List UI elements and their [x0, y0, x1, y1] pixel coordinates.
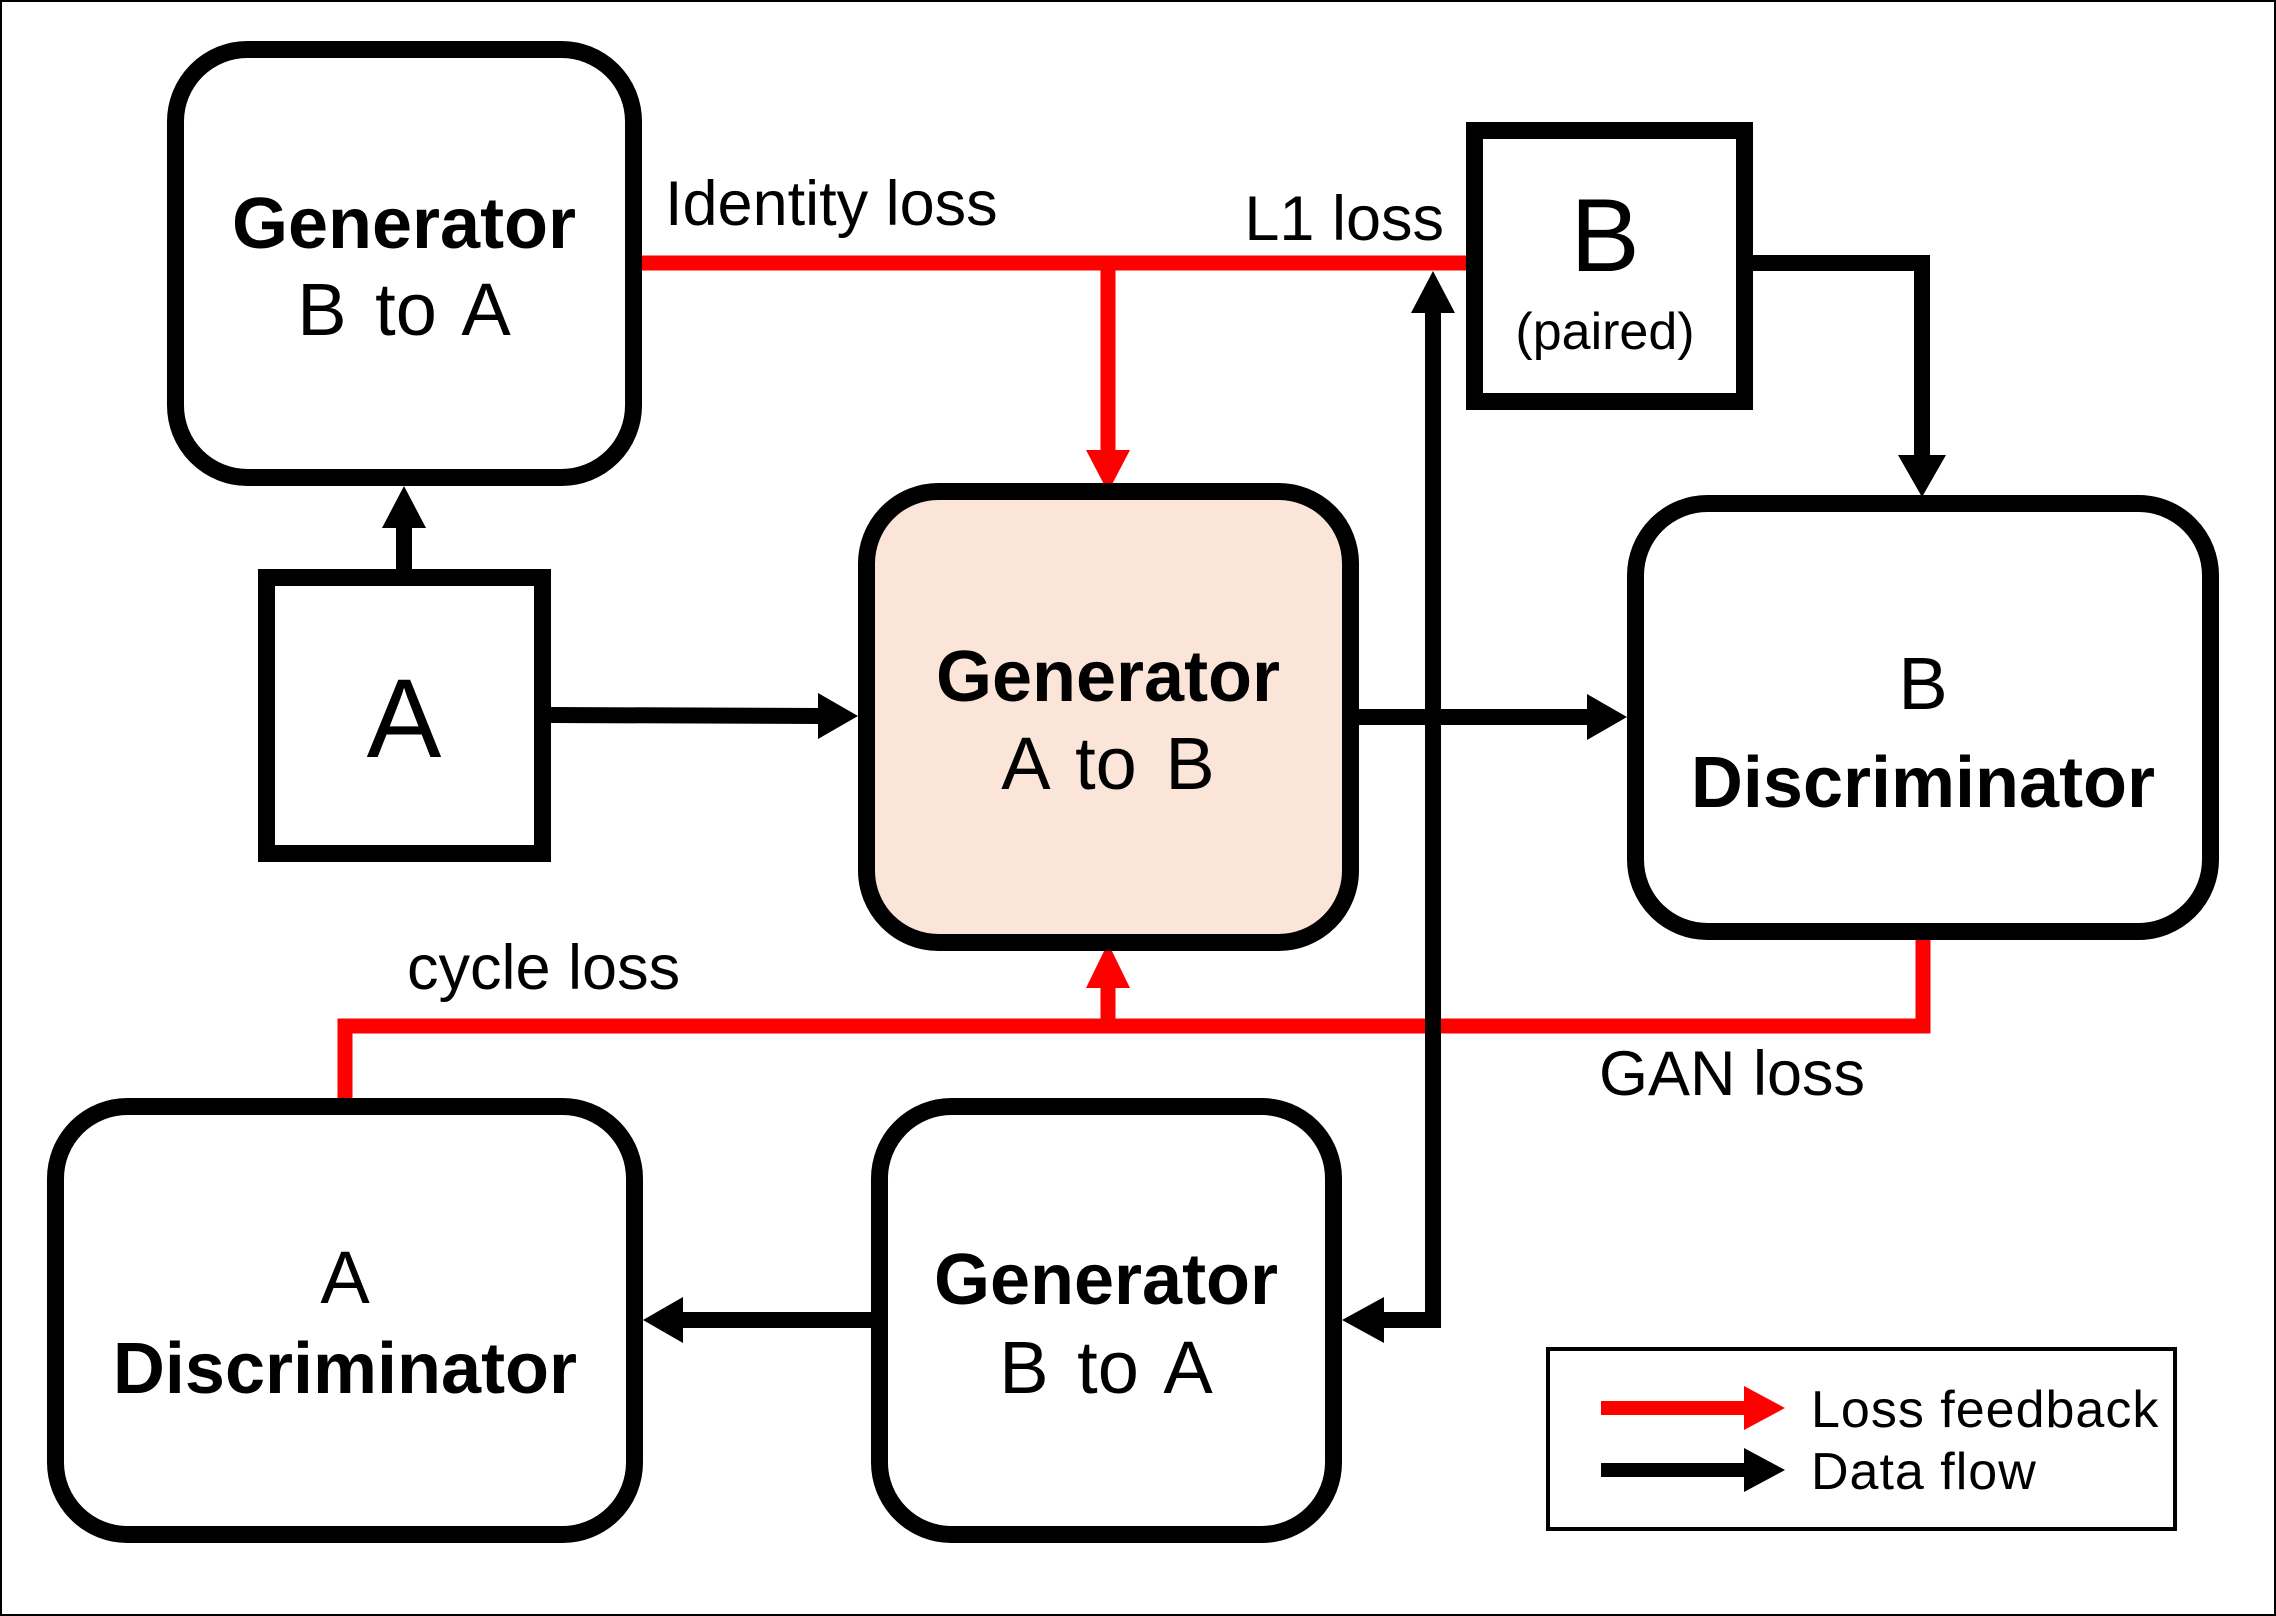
a-to-center-generator-arrowhead [818, 693, 858, 739]
bottom-generator-to-disc-a-arrowhead [643, 1297, 683, 1343]
b-paired-to-disc-b-arrowhead [1898, 455, 1946, 497]
node-prefix: B [1898, 642, 1947, 725]
node-box [1466, 122, 1753, 410]
legend-item-loss-feedback: Loss feedback [1601, 1381, 2159, 1439]
node-label: A [367, 656, 442, 781]
legend-label: Loss feedback [1811, 1381, 2159, 1439]
center-generator-to-disc-b-arrowhead [1587, 694, 1627, 740]
node-generator-b-to-a-bottom: Generator B to A [871, 1098, 1342, 1543]
node-subtitle: B to A [297, 268, 511, 351]
identity-loss-label: Identity loss [665, 169, 998, 239]
b-paired-to-disc-b-line [1753, 255, 1930, 458]
node-box-highlighted [858, 483, 1359, 951]
node-generator-b-to-a-top: Generator B to A [167, 41, 642, 486]
legend-label: Data flow [1811, 1443, 2037, 1501]
spine-left-arrowhead [1342, 1297, 1384, 1343]
gan-loss-line [1100, 940, 1931, 1034]
l1-loss-label: L1 loss [1244, 184, 1444, 254]
node-title: Generator [936, 637, 1280, 717]
cycle-loss-line [337, 1018, 1108, 1107]
legend-item-data-flow: Data flow [1601, 1443, 2037, 1501]
node-box [47, 1098, 643, 1543]
a-to-center-generator-line [550, 707, 823, 724]
node-subtitle: A to B [1001, 722, 1214, 805]
spine-up-arrowhead [1411, 271, 1455, 313]
node-b-paired: B (paired) [1466, 122, 1753, 410]
cycle-loss-label: cycle loss [407, 933, 680, 1003]
node-box [871, 1098, 1342, 1543]
cycle-spine-line [1380, 309, 1441, 1328]
cycle-gan-loss-arrowhead [1086, 943, 1130, 988]
legend-red-arrowhead [1744, 1386, 1785, 1430]
node-sublabel: (paired) [1515, 303, 1694, 361]
a-to-top-generator-arrowhead [382, 486, 426, 528]
loss-feedback-lines [337, 255, 1931, 1107]
node-title: Discriminator [1691, 743, 2155, 823]
legend: Loss feedback Data flow [1546, 1347, 2177, 1531]
node-subtitle: B to A [999, 1326, 1213, 1409]
node-discriminator-a: A Discriminator [47, 1098, 643, 1543]
identity-l1-loss-arrowhead [1086, 450, 1130, 492]
gan-loss-label: GAN loss [1599, 1039, 1865, 1109]
node-box [258, 569, 551, 862]
node-generator-a-to-b: Generator A to B [858, 483, 1359, 951]
node-box [167, 41, 642, 486]
node-title: Discriminator [113, 1329, 577, 1409]
node-box [1627, 495, 2219, 940]
node-title: Generator [232, 184, 576, 264]
node-prefix: A [320, 1236, 370, 1319]
legend-box [1546, 1347, 2177, 1531]
legend-black-arrowhead [1744, 1448, 1785, 1492]
data-flow-lines [382, 255, 1946, 1343]
node-label: B [1570, 178, 1639, 294]
node-discriminator-b: B Discriminator [1627, 495, 2219, 940]
node-title: Generator [934, 1240, 1278, 1320]
node-input-a: A [258, 569, 551, 862]
